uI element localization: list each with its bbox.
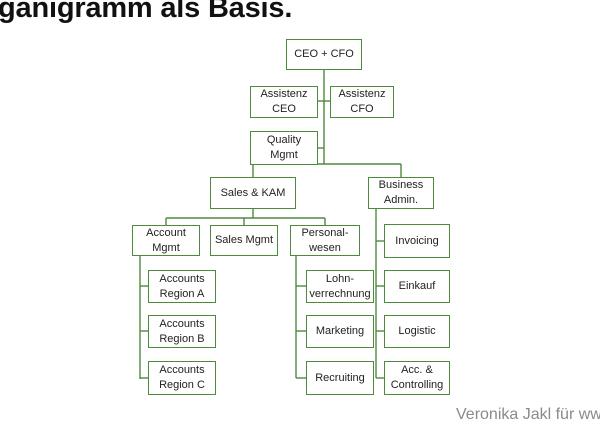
node-assistenz-ceo: Assistenz CEO <box>250 86 318 118</box>
node-sales-mgmt: Sales Mgmt <box>210 225 278 256</box>
node-acc-controlling: Acc. & Controlling <box>384 361 450 395</box>
node-accounts-region-b: Accounts Region B <box>148 315 216 348</box>
node-recruiting: Recruiting <box>306 361 374 395</box>
node-quality-mgmt: Quality Mgmt <box>250 131 318 165</box>
footer-credit: Veronika Jakl für ww <box>456 406 600 423</box>
node-accounts-region-c: Accounts Region C <box>148 361 216 395</box>
node-invoicing: Invoicing <box>384 224 450 258</box>
node-logistic: Logistic <box>384 315 450 348</box>
node-sales-kam: Sales & KAM <box>210 177 296 209</box>
page-title: ganigramm als Basis. <box>0 0 293 24</box>
node-einkauf: Einkauf <box>384 270 450 303</box>
node-assistenz-cfo: Assistenz CFO <box>330 86 394 118</box>
node-accounts-region-a: Accounts Region A <box>148 270 216 303</box>
node-business-admin: Business Admin. <box>368 177 434 209</box>
node-lohnverrechnung: Lohn- verrechnung <box>306 270 374 303</box>
node-account-mgmt: Account Mgmt <box>132 225 200 256</box>
node-marketing: Marketing <box>306 315 374 348</box>
node-personalwesen: Personal- wesen <box>290 225 360 256</box>
node-ceo-cfo: CEO + CFO <box>286 39 362 70</box>
